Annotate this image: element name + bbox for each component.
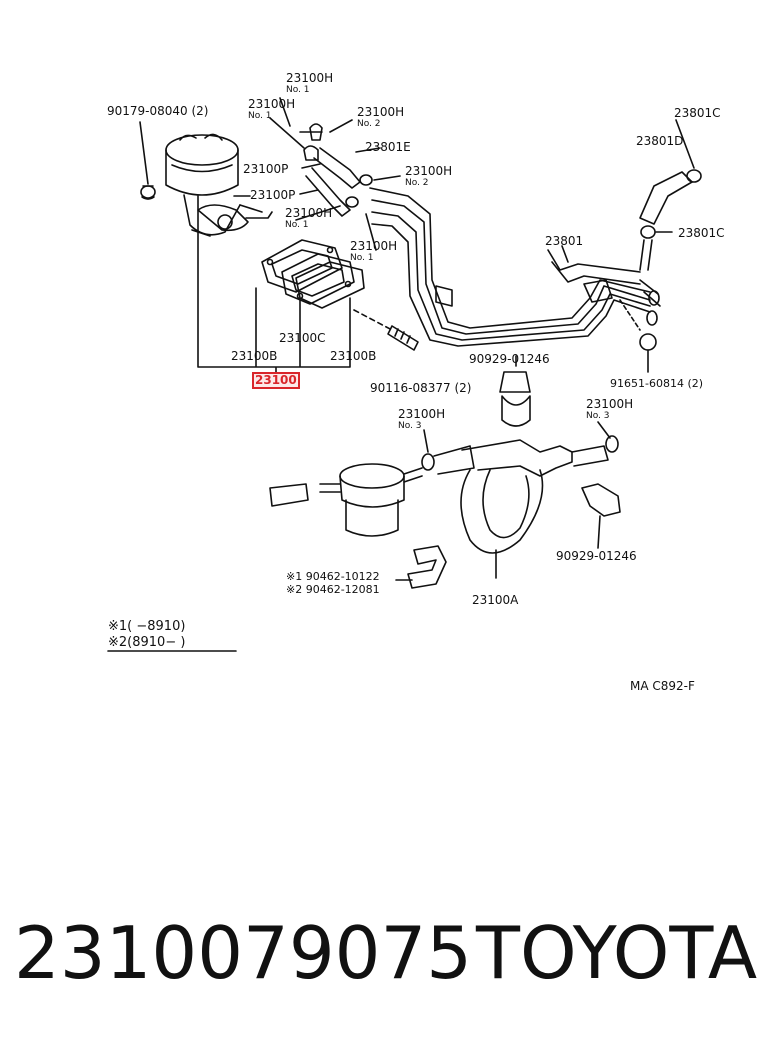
bolt-90179 bbox=[140, 185, 156, 200]
plug-91651 bbox=[619, 299, 657, 373]
label-23100C: 23100C bbox=[279, 331, 326, 345]
clip-90929-top bbox=[499, 355, 531, 427]
label-23100H-no2-a-no: No. 2 bbox=[357, 119, 381, 129]
label-90929-bottom: 90929-01246 bbox=[556, 549, 637, 563]
label-23801C-top: 23801C bbox=[674, 106, 721, 120]
label-23100H-low: 23100H bbox=[350, 239, 398, 253]
label-23100H-no2-b: 23100H bbox=[405, 164, 453, 178]
hose-23801D bbox=[639, 169, 702, 326]
label-23100H-top: 23100H bbox=[286, 71, 334, 85]
fuel-pump-drawing bbox=[165, 133, 273, 237]
label-23801E: 23801E bbox=[365, 140, 411, 154]
label-23100B-left: 23100B bbox=[231, 349, 278, 363]
label-23801C-mid: 23801C bbox=[678, 226, 725, 240]
callout-leaders bbox=[139, 97, 695, 579]
label-23100-highlight: 23100 bbox=[252, 372, 300, 389]
label-23801D: 23801D bbox=[636, 134, 684, 148]
fuel-pipes bbox=[369, 187, 651, 347]
fuel-filter bbox=[319, 463, 423, 537]
label-23100H-left: 23100H bbox=[248, 97, 296, 111]
lower-hoses bbox=[269, 435, 619, 554]
label-23100P-2: 23100P bbox=[250, 188, 296, 202]
label-23801: 23801 bbox=[545, 234, 584, 248]
label-23100A: 23100A bbox=[472, 593, 519, 607]
footer-caption: 2310079075 TOYOTA bbox=[14, 908, 759, 998]
label-23100H-mid-no: No. 1 bbox=[285, 220, 309, 230]
stud-90116 bbox=[353, 309, 419, 351]
label-23100H-top-no: No. 1 bbox=[286, 85, 310, 95]
gasket-set bbox=[261, 239, 365, 309]
label-23100H-no2-a: 23100H bbox=[357, 105, 405, 119]
clip-90929-bottom bbox=[581, 483, 621, 549]
label-23100H-no3-right-no: No. 3 bbox=[586, 411, 610, 421]
clamp-90462 bbox=[395, 545, 447, 589]
label-90116: 90116-08377 (2) bbox=[370, 381, 472, 395]
label-23100H-left-no: No. 1 bbox=[248, 111, 272, 121]
label-23100H-no2-b-no: No. 2 bbox=[405, 178, 429, 188]
upper-hoses bbox=[299, 119, 373, 217]
label-23100H-low-no: No. 1 bbox=[350, 253, 374, 263]
label-90179: 90179-08040 (2) bbox=[107, 104, 209, 118]
label-23100H-no3-left-no: No. 3 bbox=[398, 421, 422, 431]
label-90462-1: ※1 90462-10122 bbox=[286, 570, 380, 583]
part-number: 2310079075 bbox=[14, 911, 473, 995]
label-90929-top: 90929-01246 bbox=[469, 352, 550, 366]
label-90462-2: ※2 90462-12081 bbox=[286, 583, 380, 596]
note-1: ※1( −8910) bbox=[108, 619, 186, 634]
note-2: ※2(8910− ) bbox=[108, 635, 186, 650]
label-23100H-no3-right: 23100H bbox=[586, 397, 634, 411]
label-23100H-mid: 23100H bbox=[285, 206, 333, 220]
brand-name: TOYOTA bbox=[476, 911, 758, 995]
label-23100B-right: 23100B bbox=[330, 349, 377, 363]
label-91651: 91651-60814 (2) bbox=[610, 377, 704, 390]
label-23100P-1: 23100P bbox=[243, 162, 289, 176]
date-notes: ※1( −8910) ※2(8910− ) bbox=[108, 619, 185, 651]
label-23100H-no3-left: 23100H bbox=[398, 407, 446, 421]
assembly-bracket-lines bbox=[197, 195, 351, 373]
diagram-ref-code: MA C892-F bbox=[630, 679, 695, 693]
